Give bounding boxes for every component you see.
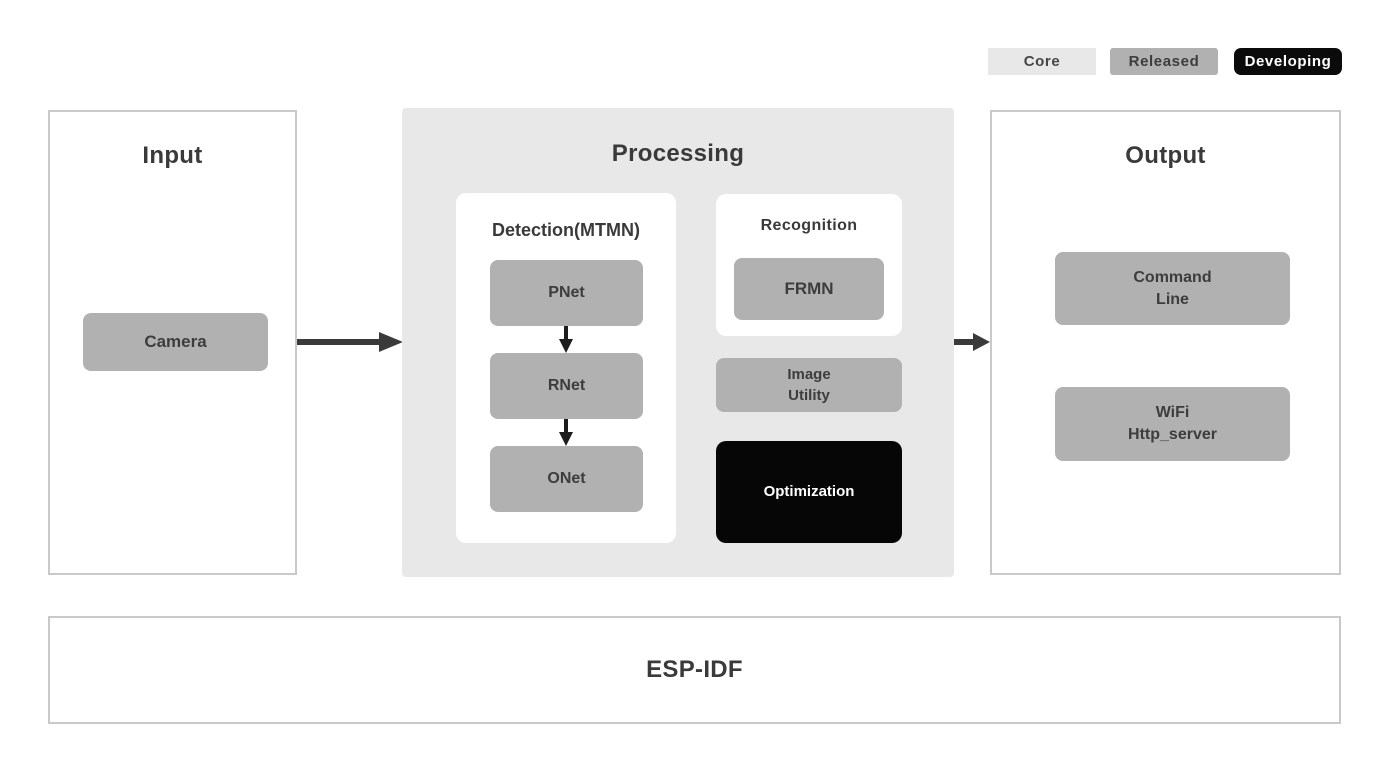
- processing-panel-title: Processing: [611, 140, 745, 167]
- arrow-head-icon: [559, 432, 573, 446]
- camera-node: Camera: [83, 313, 268, 371]
- onet-node: ONet: [490, 446, 643, 512]
- image-utility-node: Image Utility: [716, 358, 902, 412]
- esp-idf-panel: ESP-IDF: [48, 616, 1341, 724]
- arrow-shaft: [564, 419, 568, 433]
- legend-released-badge: Released: [1110, 48, 1218, 75]
- output-panel-title: Output: [1125, 142, 1206, 169]
- recognition-group: Recognition FRMN: [716, 194, 902, 336]
- arrow-shaft: [954, 339, 974, 345]
- optimization-node: Optimization: [716, 441, 902, 543]
- arrow-head-icon: [559, 339, 573, 353]
- input-panel: Input Camera: [48, 110, 297, 575]
- input-panel-title: Input: [142, 142, 203, 169]
- processing-to-output-arrow: [954, 331, 990, 353]
- recognition-group-title: Recognition: [760, 217, 858, 234]
- command-line-line2: Line: [1156, 290, 1189, 308]
- detection-group-title: Detection(MTMN): [492, 220, 640, 240]
- rnet-to-onet-arrow: [559, 419, 573, 446]
- command-line-node: Command Line: [1055, 252, 1290, 325]
- arrow-head-icon: [973, 333, 990, 351]
- pnet-to-rnet-arrow: [559, 326, 573, 353]
- pnet-node: PNet: [490, 260, 643, 326]
- esp-idf-title: ESP-IDF: [646, 656, 743, 683]
- output-panel: Output Command Line WiFi Http_server: [990, 110, 1341, 575]
- legend-core-badge: Core: [988, 48, 1096, 75]
- command-line-line1: Command: [1133, 268, 1212, 286]
- wifi-line2: Http_server: [1128, 426, 1217, 443]
- image-utility-line1: Image: [787, 366, 831, 383]
- arrow-shaft: [564, 326, 568, 340]
- frmn-node: FRMN: [734, 258, 884, 320]
- arrow-head-icon: [379, 332, 403, 352]
- image-utility-line2: Utility: [788, 387, 830, 404]
- arrow-shaft: [297, 339, 381, 345]
- legend-developing-badge: Developing: [1234, 48, 1342, 75]
- wifi-line1: WiFi: [1155, 404, 1190, 421]
- rnet-node: RNet: [490, 353, 643, 419]
- input-to-processing-arrow: [297, 330, 403, 354]
- detection-group: Detection(MTMN) PNet RNet ONet: [456, 193, 676, 543]
- wifi-http-server-node: WiFi Http_server: [1055, 387, 1290, 461]
- processing-panel: Processing Detection(MTMN) PNet RNet ONe…: [402, 108, 954, 577]
